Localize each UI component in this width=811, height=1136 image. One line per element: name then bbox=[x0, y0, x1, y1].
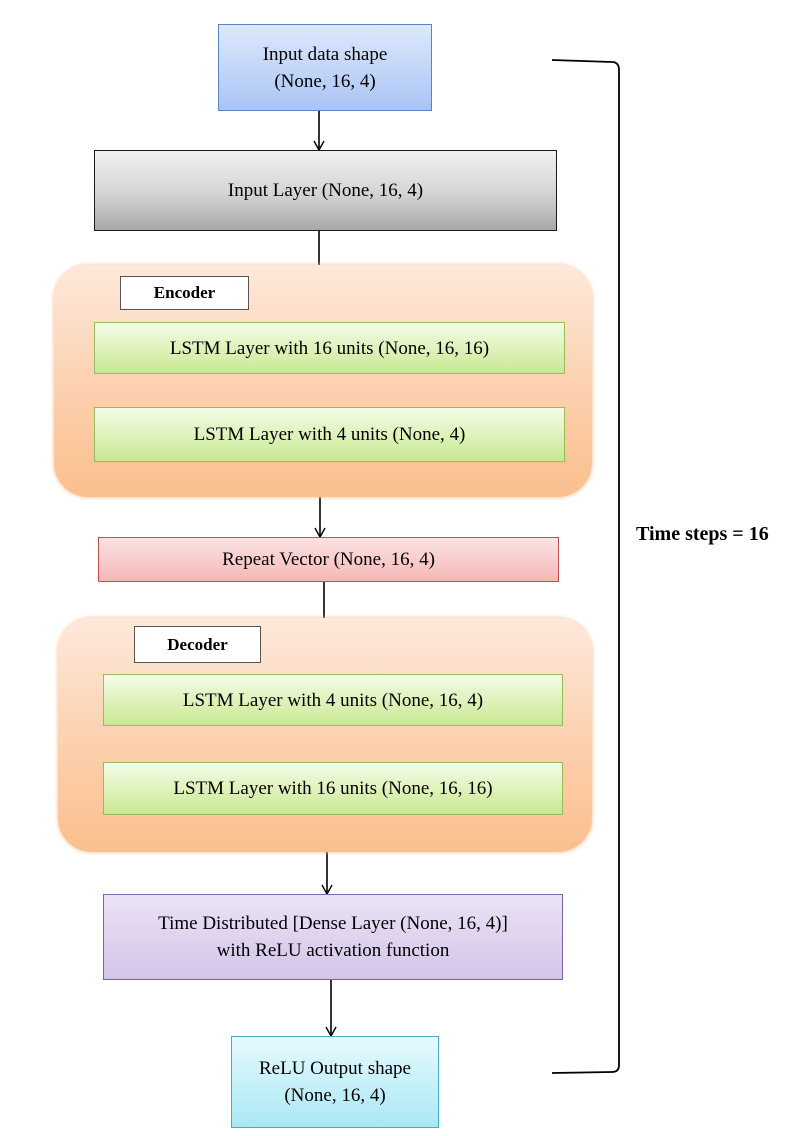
decoder-lstm-4-box: LSTM Layer with 4 units (None, 16, 4) bbox=[103, 674, 563, 726]
decoder-lstm-16-label: LSTM Layer with 16 units (None, 16, 16) bbox=[173, 778, 493, 799]
encoder-lstm-4-label: LSTM Layer with 4 units (None, 4) bbox=[193, 424, 466, 445]
time-steps-bracket bbox=[551, 59, 620, 1074]
time-distributed-dense-box: Time Distributed [Dense Layer (None, 16,… bbox=[103, 894, 563, 980]
relu-output-shape-value: (None, 16, 4) bbox=[284, 1085, 386, 1106]
repeat-vector-label: Repeat Vector (None, 16, 4) bbox=[222, 549, 435, 570]
input-data-shape-box: Input data shape (None, 16, 4) bbox=[218, 24, 432, 111]
relu-output-shape-box: ReLU Output shape (None, 16, 4) bbox=[231, 1036, 439, 1128]
input-data-shape-title: Input data shape bbox=[262, 43, 388, 65]
encoder-lstm-16-box: LSTM Layer with 16 units (None, 16, 16) bbox=[94, 322, 565, 374]
decoder-label: Decoder bbox=[134, 626, 261, 663]
decoder-lstm-4-label: LSTM Layer with 4 units (None, 16, 4) bbox=[182, 689, 484, 711]
decoder-lstm-16-box: LSTM Layer with 16 units (None, 16, 16) bbox=[103, 762, 563, 815]
repeat-vector-box: Repeat Vector (None, 16, 4) bbox=[98, 537, 559, 582]
input-layer-box: Input Layer (None, 16, 4) bbox=[94, 150, 557, 231]
input-data-shape-value: (None, 16, 4) bbox=[274, 70, 376, 92]
encoder-lstm-4-box: LSTM Layer with 4 units (None, 4) bbox=[94, 407, 565, 462]
encoder-label: Encoder bbox=[120, 276, 249, 310]
encoder-lstm-16-label: LSTM Layer with 16 units (None, 16, 16) bbox=[169, 337, 490, 359]
time-distributed-title: Time Distributed [Dense Layer (None, 16,… bbox=[158, 913, 508, 934]
time-distributed-activation: with ReLU activation function bbox=[216, 940, 450, 961]
time-steps-label: Time steps = 16 bbox=[636, 523, 769, 545]
relu-output-shape-title: ReLU Output shape bbox=[259, 1058, 411, 1079]
input-layer-label: Input Layer (None, 16, 4) bbox=[227, 180, 424, 201]
